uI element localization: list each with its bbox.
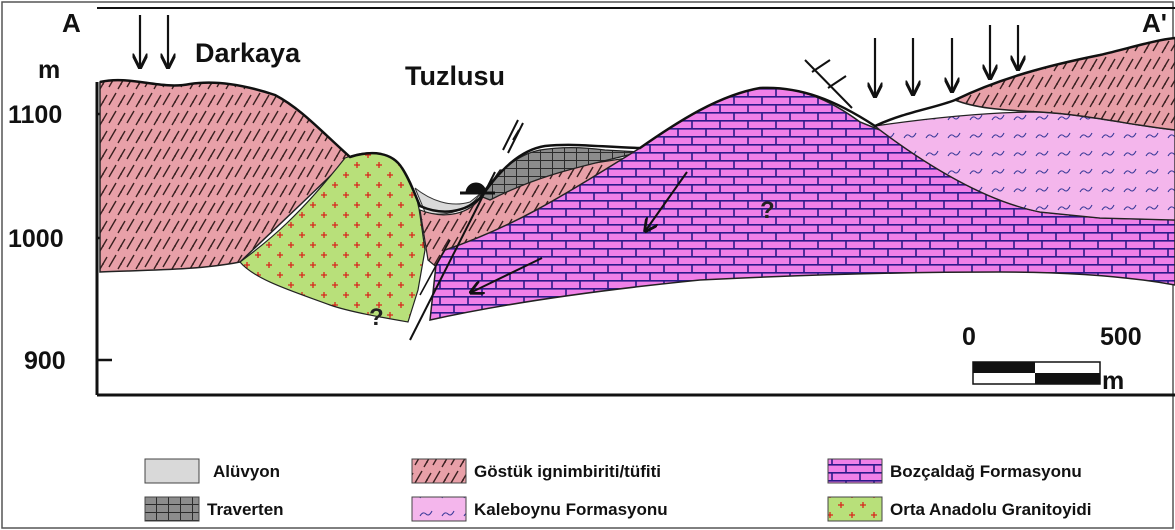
legend-label-limestone: Bozçaldağ Formasyonu [890,462,1082,481]
y-unit-label: m [38,56,60,84]
recharge-arrows-west [140,15,168,66]
section-start-label: A [62,8,81,38]
scale-bar [973,362,1100,384]
legend-label-travertine: Traverten [207,500,284,519]
scale-unit: m [1102,367,1124,395]
legend-swatch-alluvium [145,459,199,483]
y-label-900: 900 [24,347,66,375]
place-label-darkaya: Darkaya [195,38,301,68]
y-label-1100: 1100 [8,101,62,129]
scale-end: 500 [1100,323,1142,351]
fault-movement-icon [503,120,523,153]
legend-label-alluvium: Alüvyon [213,462,280,481]
place-label-tuzlusu: Tuzlusu [405,61,505,91]
section-end-label: A' [1142,8,1167,38]
legend-label-ignimbrite: Göstük ignimbiriti/tüfiti [474,462,661,481]
legend-label-kaleboynu: Kaleboynu Formasyonu [474,500,668,519]
legend: Alüvyon Göstük ignimbiriti/tüfiti Bozçal… [145,459,1092,521]
unknown-marker-granite: ? [369,304,384,331]
legend-swatch-limestone [828,459,882,483]
legend-label-granite: Orta Anadolu Granitoyidi [890,500,1092,519]
legend-swatch-travertine [145,497,199,521]
scale-start: 0 [962,323,976,351]
legend-swatch-ignimbrite [412,459,466,483]
legend-swatch-kaleboynu [412,497,466,521]
unknown-marker-limestone: ? [760,197,775,224]
legend-swatch-granite [828,497,882,521]
y-label-1000: 1000 [8,225,64,253]
